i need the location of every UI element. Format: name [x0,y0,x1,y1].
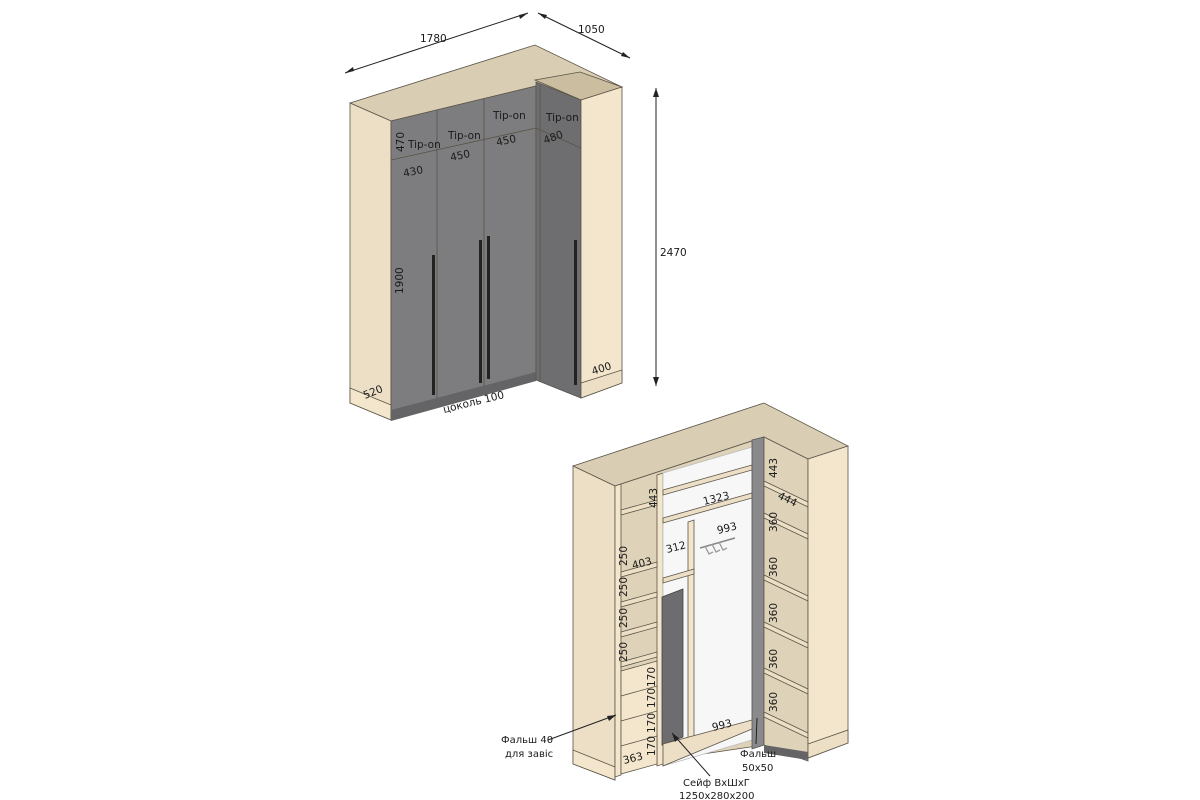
closed-wardrobe-view: 1780 1050 2470 Tip-on Tip-on Tip-on [344,12,687,421]
left-shelf-label-4: 250 [618,642,630,662]
right-side-panel [580,86,623,399]
right-shelf-label-5: 360 [768,692,780,712]
falsh-right-label-2: 50х50 [742,763,773,774]
drawer [620,735,658,775]
left-shelf [620,621,658,638]
corner-top-section-line [535,127,582,149]
rod-width-label: 993 [716,520,738,536]
drawers [620,660,658,775]
bottom-width-label: 993 [711,717,733,733]
left-shelf-label-2: 250 [618,577,630,597]
middle-small-shelf [662,568,695,584]
depth-arrow-left [538,13,547,19]
door-handle-2 [479,240,482,383]
depth-dimension-line [537,12,631,59]
safe-label-2: 1250х280х200 [679,791,754,800]
top-width-450b: 450 [495,133,517,149]
falsh-right-leader [755,717,758,745]
right-depth-label: 400 [590,360,613,378]
falsh-left-label-2: для завіс [505,748,553,760]
tip-on-label-4: Tip-on [545,112,579,124]
drawer-depth-label: 363 [622,750,644,766]
door-handle-3 [487,236,490,379]
width-arrow-left [345,67,354,73]
width-dimension-line [344,12,529,74]
hanger [711,543,721,553]
left-shelf-depth-label: 403 [631,555,653,571]
drawer-label-1: 170 [646,667,658,687]
height-arrow-bottom [653,377,659,386]
right-column-shelves [763,480,809,739]
left-column-shelves [620,499,658,668]
width-arrow-right [519,13,528,19]
right-falsh-bar [751,436,765,750]
hangers [704,541,728,555]
open-left-side [572,465,616,781]
right-shelf-label-2: 360 [768,557,780,577]
safe-leader [671,732,711,777]
left-top-shelf-label: 443 [648,488,660,508]
tip-on-label-3: Tip-on [492,110,526,122]
left-column-front [614,483,622,778]
right-plinth [580,369,623,399]
drawer-label-3: 170 [646,713,658,733]
safe [661,588,684,746]
height-arrow-top [653,88,659,97]
left-side-panel [349,102,392,421]
right-shelf-label-1: 360 [768,512,780,532]
open-right-side [807,445,849,759]
right-shelf-label-4: 360 [768,649,780,669]
hanger [718,541,728,551]
tip-on-label-2: Tip-on [447,130,481,142]
left-shelf-label-1: 250 [618,546,630,566]
depth-label: 1050 [578,24,605,36]
falsh-left-leader [547,714,617,741]
drawer-label-2: 170 [646,688,658,708]
open-wardrobe-view: 443 250 250 250 250 403 170 170 170 170 … [501,402,850,800]
height-label: 2470 [660,247,687,259]
left-shelf [620,591,658,608]
safe-label-1: Сейф ВхШхГ [683,778,750,789]
top-section-height-label: 470 [395,132,407,152]
hanger [704,545,714,555]
left-shelf-label-3: 250 [618,608,630,628]
left-shelf [620,651,658,668]
safe-arrow [672,733,679,742]
falsh-left-label-1: Фальш 40 [501,735,553,746]
top-section-line [390,127,537,161]
middle-mid-width-label: 312 [665,539,687,555]
top-width-450a: 450 [449,148,471,164]
right-top-label: 443 [768,458,780,478]
left-shelf [620,561,658,578]
open-left-plinth [572,749,616,781]
door-height-label: 1900 [394,267,406,294]
top-width-430: 430 [402,164,424,180]
door-handle-4 [574,240,577,385]
tip-on-label-1: Tip-on [407,139,441,151]
left-shelf [620,499,658,516]
middle-divider [687,519,695,755]
falsh-left-arrow [607,715,616,721]
drawer-label-4: 170 [646,736,658,756]
right-shelf-label-3: 360 [768,603,780,623]
door-handle-1 [432,255,435,395]
falsh-right-label-1: Фальш [740,749,776,760]
open-right-base [764,745,808,760]
front-plinth [391,372,536,421]
width-label: 1780 [420,33,447,45]
depth-arrow-right [621,52,630,58]
